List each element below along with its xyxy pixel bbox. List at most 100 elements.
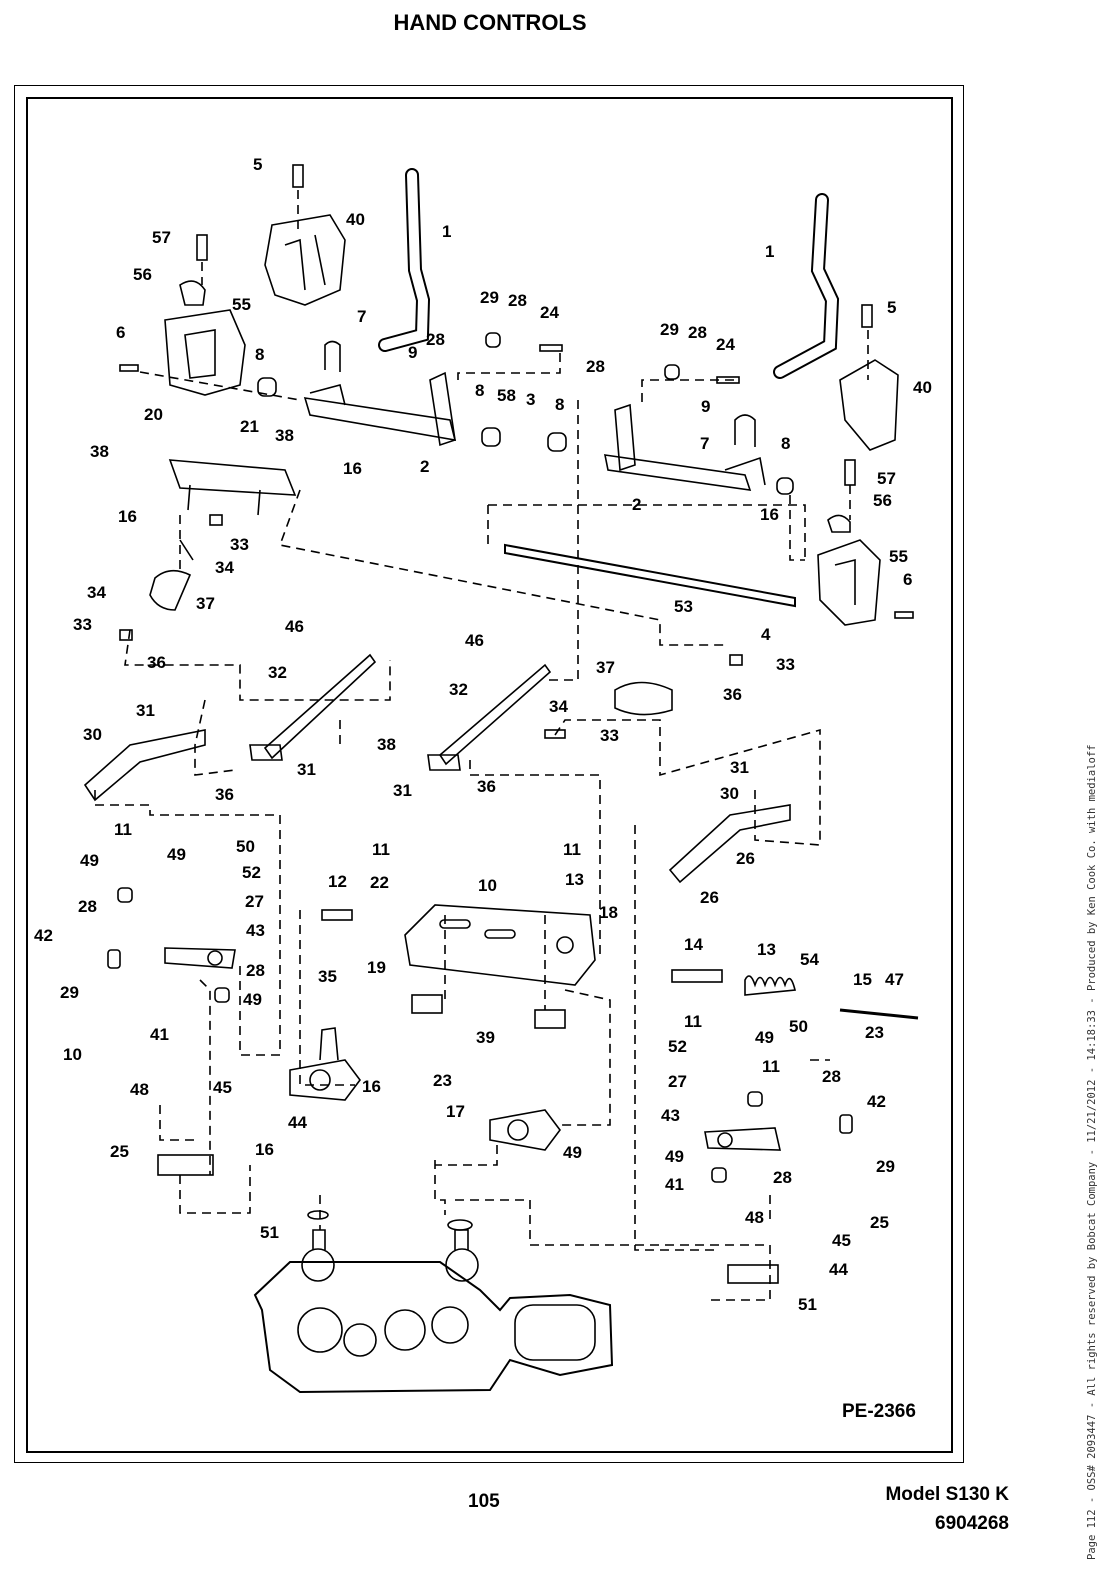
callout-16: 16 <box>255 1140 274 1159</box>
callout-33: 33 <box>230 535 249 554</box>
callout-49: 49 <box>563 1143 582 1162</box>
exploded-parts-diagram: 5574015655687928292824203821381616285838… <box>34 155 932 1394</box>
callout-8: 8 <box>475 381 484 400</box>
callout-52: 52 <box>242 863 261 882</box>
callout-21: 21 <box>240 417 259 436</box>
callout-12: 12 <box>328 872 347 891</box>
callout-35: 35 <box>318 967 337 986</box>
callout-27: 27 <box>668 1072 687 1091</box>
callout-38: 38 <box>275 426 294 445</box>
callout-2: 2 <box>420 457 429 476</box>
page-number: 105 <box>468 1491 500 1512</box>
callout-24: 24 <box>716 335 735 354</box>
callout-24: 24 <box>540 303 559 322</box>
callout-36: 36 <box>147 653 166 672</box>
callout-17: 17 <box>446 1102 465 1121</box>
callout-33: 33 <box>73 615 92 634</box>
callout-29: 29 <box>660 320 679 339</box>
callout-14: 14 <box>684 935 703 954</box>
callout-28: 28 <box>426 330 445 349</box>
callout-28: 28 <box>508 291 527 310</box>
callout-18: 18 <box>599 903 618 922</box>
callout-28: 28 <box>773 1168 792 1187</box>
callout-49: 49 <box>80 851 99 870</box>
callout-16: 16 <box>343 459 362 478</box>
callout-10: 10 <box>478 876 497 895</box>
callout-10: 10 <box>63 1045 82 1064</box>
callout-36: 36 <box>723 685 742 704</box>
callout-28: 28 <box>78 897 97 916</box>
diagram-outer-frame <box>14 85 964 1463</box>
callout-22: 22 <box>370 873 389 892</box>
callout-5: 5 <box>887 298 896 317</box>
callout-40: 40 <box>346 210 365 229</box>
callout-47: 47 <box>885 970 904 989</box>
callout-36: 36 <box>215 785 234 804</box>
callout-52: 52 <box>668 1037 687 1056</box>
callout-50: 50 <box>789 1017 808 1036</box>
callout-13: 13 <box>565 870 584 889</box>
callout-48: 48 <box>130 1080 149 1099</box>
callout-31: 31 <box>730 758 749 777</box>
callout-56: 56 <box>873 491 892 510</box>
callout-6: 6 <box>903 570 912 589</box>
callout-11: 11 <box>372 840 390 859</box>
callout-38: 38 <box>377 735 396 754</box>
callout-55: 55 <box>232 295 251 314</box>
callout-56: 56 <box>133 265 152 284</box>
callout-29: 29 <box>60 983 79 1002</box>
callout-49: 49 <box>167 845 186 864</box>
model-part-number: 6904268 <box>935 1513 1009 1534</box>
callout-42: 42 <box>34 926 53 945</box>
model-name: Model S130 K <box>885 1484 1009 1505</box>
callout-16: 16 <box>362 1077 381 1096</box>
callout-23: 23 <box>865 1023 884 1042</box>
callout-8: 8 <box>781 434 790 453</box>
callout-44: 44 <box>829 1260 848 1279</box>
callout-11: 11 <box>563 840 581 859</box>
callout-29: 29 <box>876 1157 895 1176</box>
callout-32: 32 <box>449 680 468 699</box>
callout-34: 34 <box>549 697 568 716</box>
page-title: HAND CONTROLS <box>393 10 587 35</box>
callout-3: 3 <box>526 390 535 409</box>
callout-32: 32 <box>268 663 287 682</box>
callout-45: 45 <box>832 1231 851 1250</box>
callout-28: 28 <box>822 1067 841 1086</box>
callout-9: 9 <box>701 397 710 416</box>
callout-25: 25 <box>110 1142 129 1161</box>
callout-34: 34 <box>87 583 106 602</box>
callout-13: 13 <box>757 940 776 959</box>
diagram-code: PE-2366 <box>842 1401 916 1422</box>
callout-48: 48 <box>745 1208 764 1227</box>
callout-40: 40 <box>913 378 932 397</box>
callout-19: 19 <box>367 958 386 977</box>
callout-55: 55 <box>889 547 908 566</box>
callout-7: 7 <box>357 307 366 326</box>
diagram-inner-frame <box>26 97 953 1453</box>
callout-51: 51 <box>260 1223 279 1242</box>
callout-26: 26 <box>736 849 755 868</box>
callout-46: 46 <box>285 617 304 636</box>
callout-30: 30 <box>720 784 739 803</box>
callout-16: 16 <box>118 507 137 526</box>
callout-33: 33 <box>776 655 795 674</box>
callout-9: 9 <box>408 343 417 362</box>
callout-57: 57 <box>877 469 896 488</box>
callout-4: 4 <box>761 625 771 644</box>
callout-43: 43 <box>246 921 265 940</box>
callout-41: 41 <box>665 1175 684 1194</box>
callout-39: 39 <box>476 1028 495 1047</box>
callout-11: 11 <box>684 1012 702 1031</box>
callout-50: 50 <box>236 837 255 856</box>
callout-7: 7 <box>700 434 709 453</box>
callout-11: 11 <box>762 1057 780 1076</box>
leader-lines <box>94 190 869 1301</box>
callout-43: 43 <box>661 1106 680 1125</box>
callout-37: 37 <box>196 594 215 613</box>
model-block: Model S130 K 6904268 <box>885 1480 1009 1538</box>
callout-42: 42 <box>867 1092 886 1111</box>
callout-33: 33 <box>600 726 619 745</box>
callout-8: 8 <box>555 395 564 414</box>
